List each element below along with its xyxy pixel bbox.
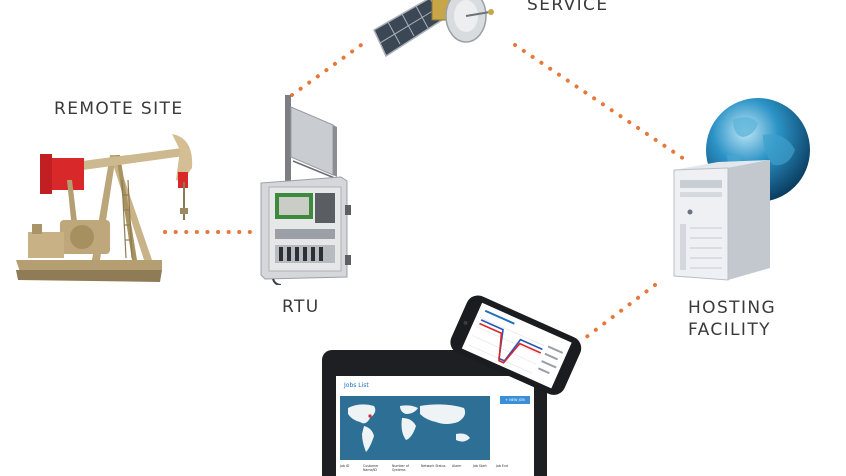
remote-site-label: REMOTE SITE <box>54 99 184 119</box>
hosting-label-line2: FACILITY <box>688 320 771 340</box>
rtu-enclosure-icon <box>260 95 351 285</box>
satellite-icon <box>373 0 494 58</box>
connector-rtu-satellite <box>290 38 370 97</box>
col-job-end: Job End <box>496 464 508 468</box>
col-customer: Customer Name/ID <box>363 464 379 472</box>
jobs-table-header: Job ID Customer Name/ID Number of System… <box>340 464 530 474</box>
server-tower-icon <box>673 160 770 281</box>
service-label: SERVICE <box>527 0 609 15</box>
new-job-button[interactable]: + NEW JOB <box>500 396 530 404</box>
col-alarm: Alarm <box>452 464 462 468</box>
world-map-icon <box>340 396 490 460</box>
smartphone-icon <box>450 295 582 395</box>
col-job-id: Job ID <box>340 464 350 468</box>
laptop-screen: Jobs List + NEW JOB Job ID Customer Name… <box>336 376 534 476</box>
col-systems: Number of Systems <box>392 464 409 472</box>
jobs-list-title: Jobs List <box>344 382 369 389</box>
hosting-label-line1: HOSTING <box>688 298 777 318</box>
connector-satellite-hosting <box>513 43 692 165</box>
col-network: Network Status <box>421 464 446 468</box>
laptop-icon: Jobs List + NEW JOB Job ID Customer Name… <box>322 350 547 476</box>
pump-jack-icon <box>16 134 193 282</box>
connector-hosting-devices <box>583 283 657 340</box>
rtu-label: RTU <box>282 297 320 317</box>
col-job-start: Job Start <box>473 464 487 468</box>
hosting-facility-label: HOSTING FACILITY <box>688 297 776 341</box>
